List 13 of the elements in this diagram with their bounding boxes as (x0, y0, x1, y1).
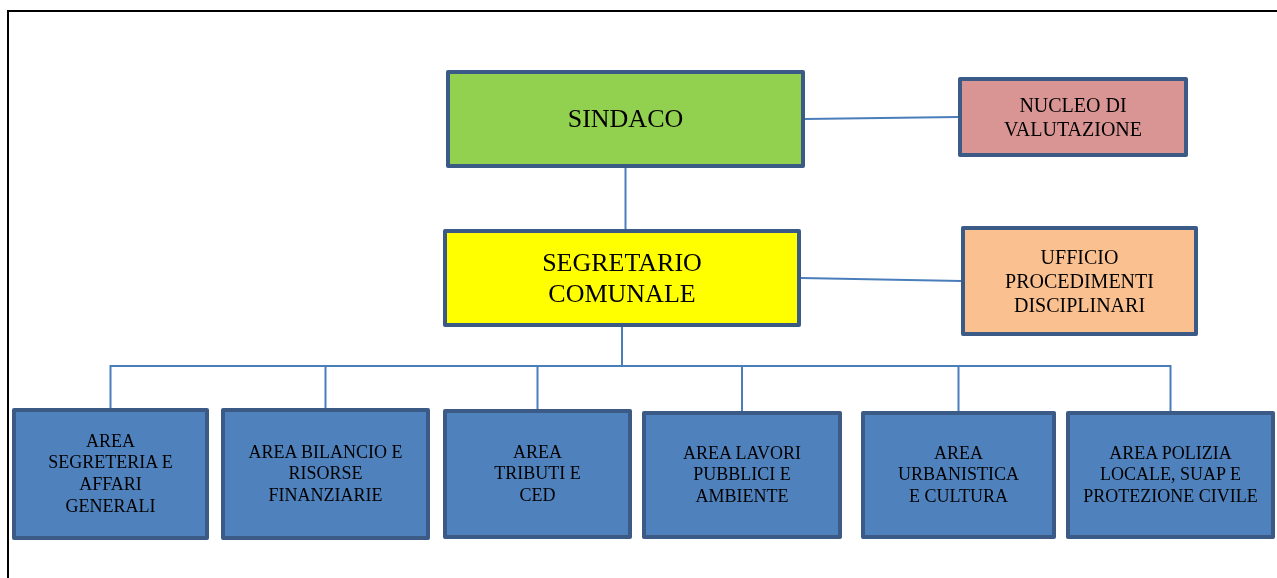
unit-box: NUCLEO DI VALUTAZIONE (958, 77, 1188, 157)
connector-line (800, 277, 962, 282)
connector-line (804, 116, 959, 120)
mayor-box: SINDACO (446, 70, 805, 168)
area-box: AREA SEGRETERIA E AFFARI GENERALI (12, 408, 209, 540)
area-box: AREA URBANISTICA E CULTURA (861, 411, 1056, 539)
connector-line (624, 167, 627, 230)
secretary-box: SEGRETARIO COMUNALE (443, 229, 801, 327)
area-box: AREA TRIBUTI E CED (443, 409, 632, 539)
unit-box: UFFICIO PROCEDIMENTI DISCIPLINARI (961, 226, 1198, 336)
area-box: AREA BILANCIO E RISORSE FINANZIARIE (221, 408, 430, 540)
area-box: AREA POLIZIA LOCALE, SUAP E PROTEZIONE CIVILE (1066, 411, 1275, 539)
area-box: AREA LAVORI PUBBLICI E AMBIENTE (642, 411, 842, 539)
